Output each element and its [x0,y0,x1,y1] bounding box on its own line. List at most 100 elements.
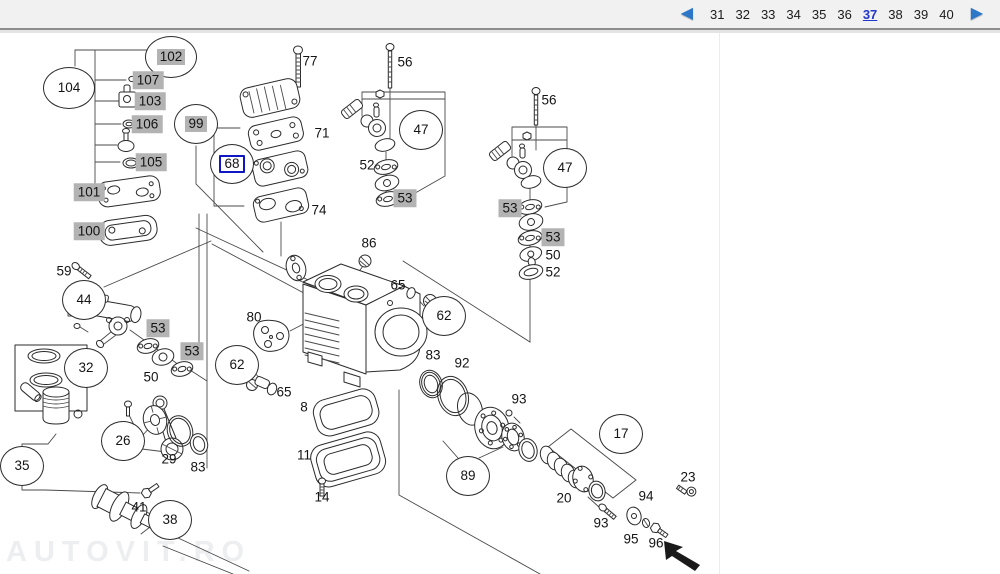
gasket-plate-100 [98,214,158,246]
part-label-text: 62 [229,357,245,373]
part-label-text: 26 [115,433,131,449]
part-label-47[interactable]: 47 [399,110,443,150]
ring-set-20 [539,445,606,502]
pagination-page-40[interactable]: 40 [939,6,954,22]
flange-mid-right [518,213,544,231]
part-label-text: 62 [436,308,452,324]
part-label-92[interactable]: 92 [454,355,470,371]
part-label-17[interactable]: 17 [599,414,643,454]
cylinder-head-block [239,78,301,118]
pagination-prev-button[interactable]: ◀ [680,5,693,22]
gasket-53-right-b [517,230,543,246]
pagination-next-button[interactable]: ▶ [970,5,983,22]
pagination-page-38[interactable]: 38 [888,6,903,22]
part-label-104[interactable]: 104 [43,67,95,109]
part-label-77[interactable]: 77 [302,53,318,69]
part-label-102[interactable]: 102 [145,36,197,78]
part-label-99[interactable]: 99 [174,104,218,144]
gasket-53-mid-b [170,361,194,377]
pagination-page-35[interactable]: 35 [811,6,827,22]
part-label-56[interactable]: 56 [397,54,413,70]
screw-23 [675,484,697,497]
part-label-52[interactable]: 52 [545,264,561,280]
part-label-62[interactable]: 62 [215,345,259,385]
part-label-71[interactable]: 71 [314,125,330,141]
part-label-103[interactable]: 103 [134,92,166,110]
valve-plate-68 [251,150,309,187]
cylinder-head-plate-101 [97,175,161,208]
flange-50-mid [151,348,175,366]
part-label-74[interactable]: 74 [311,202,327,218]
part-label-41[interactable]: 41 [131,499,147,515]
screw-14 [318,477,326,497]
part-label-8[interactable]: 8 [300,399,308,415]
part-label-107[interactable]: 107 [132,71,164,89]
part-label-106[interactable]: 106 [131,115,163,133]
part-label-89[interactable]: 89 [446,456,490,496]
key-93-top [505,409,521,424]
part-label-44[interactable]: 44 [62,280,106,320]
base-frame-11 [310,431,387,488]
part-label-53[interactable]: 53 [498,199,522,217]
gasket-52-right [518,264,544,280]
part-label-53[interactable]: 53 [393,189,417,207]
pagination-page-31[interactable]: 31 [710,6,725,22]
part-label-94[interactable]: 94 [638,488,654,504]
valve-plate-80 [253,319,290,352]
part-label-65[interactable]: 65 [276,384,292,400]
part-label-11[interactable]: 11 [296,447,312,463]
seal-ring-2 [518,438,538,462]
part-label-93[interactable]: 93 [511,391,527,407]
part-label-83[interactable]: 83 [190,459,206,475]
part-label-14[interactable]: 14 [314,489,330,505]
part-label-35[interactable]: 35 [0,446,44,486]
part-label-26[interactable]: 26 [101,421,145,461]
pagination-page-36[interactable]: 36 [837,6,852,22]
part-label-53[interactable]: 53 [180,342,204,360]
part-label-38[interactable]: 38 [148,500,192,540]
part-label-96[interactable]: 96 [648,535,664,551]
flange-mid-left [374,174,400,192]
part-label-50[interactable]: 50 [143,369,159,385]
pagination-page-39[interactable]: 39 [913,6,929,22]
part-label-56[interactable]: 56 [541,92,557,108]
part-label-50[interactable]: 50 [545,247,561,263]
part-label-101[interactable]: 101 [73,183,105,201]
part-label-53[interactable]: 53 [146,319,170,337]
part-label-32[interactable]: 32 [64,348,108,388]
pagination-page-33[interactable]: 33 [760,6,776,22]
part-label-29[interactable]: 29 [161,451,177,467]
part-label-text: 89 [460,468,476,484]
pagination-page-34[interactable]: 34 [786,6,801,22]
part-label-text: 47 [413,122,429,138]
part-label-100[interactable]: 100 [73,222,105,240]
part-label-text: 44 [76,292,92,308]
pagination-bar: ◀ 31 32 33 34 35 36 37 38 39 40 ▶ [0,0,1000,30]
part-label-23[interactable]: 23 [680,469,696,485]
part-label-65[interactable]: 65 [390,277,406,293]
part-label-47[interactable]: 47 [543,148,587,188]
screw-26 [124,400,132,417]
panel-divider [719,33,720,574]
bolt-56-right [531,87,541,126]
gasket-74 [252,187,310,223]
part-label-83[interactable]: 83 [425,347,441,363]
part-label-68[interactable]: 68 [210,144,254,184]
bolt-56-left [385,43,395,89]
part-label-93[interactable]: 93 [593,515,609,531]
part-label-95[interactable]: 95 [623,531,639,547]
parts-diagram [14,43,700,574]
pagination-page-37[interactable]: 37 [862,6,878,22]
part-label-53[interactable]: 53 [541,228,565,246]
part-label-62[interactable]: 62 [422,296,466,336]
part-label-20[interactable]: 20 [556,490,572,506]
part-label-86[interactable]: 86 [361,235,377,251]
part-label-80[interactable]: 80 [246,309,262,325]
gasket-71 [247,116,304,151]
part-label-105[interactable]: 105 [135,153,167,171]
part-label-59[interactable]: 59 [56,263,72,279]
part-label-text: 102 [156,49,186,65]
pagination-page-32[interactable]: 32 [735,6,750,22]
part-label-52[interactable]: 52 [359,157,375,173]
bolt-96 [649,522,669,539]
